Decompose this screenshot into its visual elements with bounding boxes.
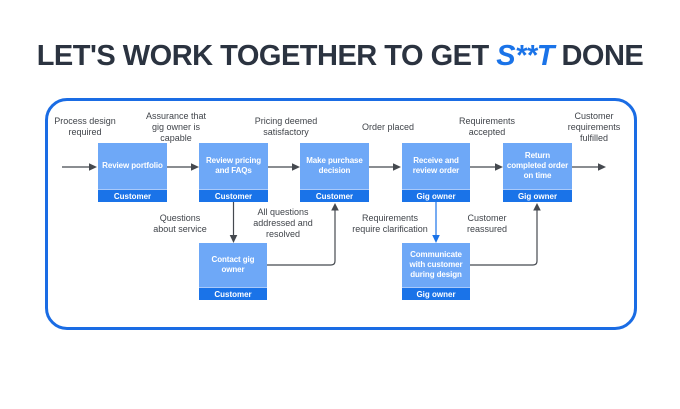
edge-label-questions-about-service: Questions about service <box>153 213 207 234</box>
flow-step-label: Review pricing and FAQs <box>205 156 262 175</box>
flow-step-role-badge: Customer <box>98 189 167 202</box>
page-title-suffix: DONE <box>553 40 644 72</box>
flow-step-role-badge: Customer <box>199 189 268 202</box>
flow-step-label: Make purchase decision <box>306 156 363 175</box>
flow-step-make-purchase-decision: Make purchase decision Customer <box>300 143 369 202</box>
flow-step-label: Contact gig owner <box>211 255 255 274</box>
edge-label-requirements-clarification: Requirements require clarification <box>352 213 428 234</box>
edge-label-order-placed: Order placed <box>361 122 415 132</box>
edge-label-assurance-capable: Assurance that gig owner is capable <box>145 111 207 143</box>
edge-label-customer-reassured: Customer reassured <box>466 213 508 234</box>
flow-step-review-pricing-faqs: Review pricing and FAQs Customer <box>199 143 268 202</box>
edge-label-requirements-accepted: Requirements accepted <box>458 116 516 137</box>
flow-step-label: Receive and review order <box>412 156 460 175</box>
page-title: LET'S WORK TOGETHER TO GET S**T DONE <box>0 40 680 73</box>
flow-step-label: Communicate with customer during design <box>409 250 463 279</box>
flow-step-return-completed-order: Return completed order on time Gig owner <box>503 143 572 202</box>
flow-step-communicate-during-design: Communicate with customer during design … <box>402 243 470 300</box>
flow-step-review-portfolio: Review portfolio Customer <box>98 143 167 202</box>
flow-step-contact-gig-owner: Contact gig owner Customer <box>199 243 267 300</box>
edge-label-process-design-required: Process design required <box>54 116 116 137</box>
flow-step-role-badge: Gig owner <box>402 189 470 202</box>
edge-label-pricing-satisfactory: Pricing deemed satisfactory <box>254 116 318 137</box>
flow-step-role-badge: Customer <box>199 287 267 300</box>
flow-step-label: Review portfolio <box>102 161 163 170</box>
page-title-prefix: LET'S WORK TOGETHER TO GET <box>36 40 497 72</box>
edge-label-customer-requirements-fulfilled: Customer requirements fulfilled <box>567 111 621 143</box>
page-title-highlight: S**T <box>496 40 554 72</box>
flow-step-role-badge: Gig owner <box>503 189 572 202</box>
edge-label-all-questions-resolved: All questions addressed and resolved <box>253 207 313 239</box>
flow-step-role-badge: Customer <box>300 189 369 202</box>
flow-step-role-badge: Gig owner <box>402 287 470 300</box>
flowchart-frame <box>45 98 637 330</box>
flow-step-label: Return completed order on time <box>506 151 569 180</box>
flow-step-receive-review-order: Receive and review order Gig owner <box>402 143 470 202</box>
